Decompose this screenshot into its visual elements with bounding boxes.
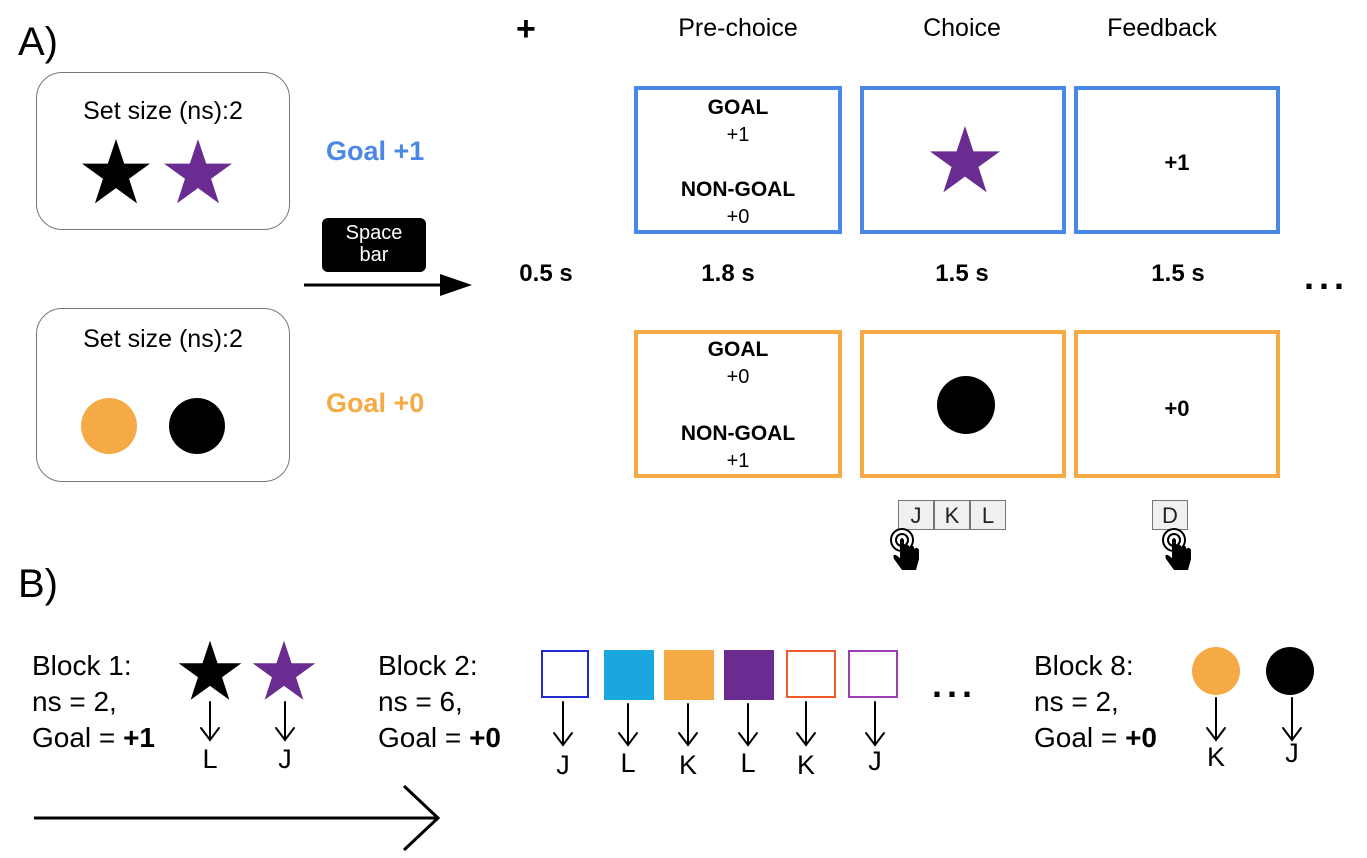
nongoal-text: NON-GOAL bbox=[680, 178, 796, 201]
panel-a-label: A) bbox=[18, 20, 58, 64]
choice-frame-goal0 bbox=[860, 330, 1066, 478]
block-goal: Goal = +0 bbox=[1034, 722, 1157, 753]
purple-star-icon bbox=[163, 139, 233, 204]
red-outline-square-icon bbox=[786, 650, 836, 698]
block-goal: Goal = +0 bbox=[378, 722, 501, 753]
mapping-key: L bbox=[202, 744, 218, 774]
key-j: J bbox=[898, 500, 934, 530]
panel-b-label: B) bbox=[18, 562, 58, 606]
set-size-box-goal1: Set size (ns):2 bbox=[36, 72, 290, 230]
block-ns: ns = 2, bbox=[32, 686, 117, 717]
block-ellipsis: ... bbox=[932, 664, 978, 705]
space-key-line1: Space bbox=[345, 222, 403, 244]
prechoice-frame-goal0: GOAL +0 NON-GOAL +1 bbox=[634, 330, 842, 478]
blue-outline-square-icon bbox=[541, 650, 589, 698]
down-arrow-icon bbox=[200, 701, 220, 742]
block1-description: Block 1: ns = 2, Goal = +1 bbox=[32, 648, 155, 756]
nongoal-value: +0 bbox=[726, 206, 750, 228]
set-size-title: Set size (ns):2 bbox=[83, 325, 243, 353]
feedback-frame-goal1: +1 bbox=[1074, 86, 1280, 234]
hand-pointer-icon bbox=[890, 528, 919, 570]
key-k: K bbox=[934, 500, 970, 530]
mapping-key: L bbox=[740, 748, 756, 778]
orange-circle-icon bbox=[81, 398, 137, 454]
key-l: L bbox=[970, 500, 1006, 530]
down-arrow-icon bbox=[1206, 697, 1226, 742]
timing-feedback: 1.5 s bbox=[1151, 260, 1205, 287]
down-arrow-icon bbox=[275, 701, 295, 742]
feedback-key: D bbox=[1152, 500, 1188, 530]
mapping-key: J bbox=[868, 746, 882, 776]
goal-value: +0 bbox=[726, 366, 750, 388]
down-arrow-icon bbox=[1282, 697, 1302, 742]
mapping-key: J bbox=[556, 750, 570, 780]
space-key-line2: bar bbox=[359, 244, 389, 266]
set-size-title: Set size (ns):2 bbox=[83, 97, 243, 125]
feedback-value: +0 bbox=[1164, 396, 1190, 421]
black-circle-icon bbox=[1266, 647, 1314, 695]
key-d: D bbox=[1152, 500, 1188, 530]
down-arrow-icon bbox=[618, 703, 638, 747]
down-arrow-icon bbox=[553, 701, 573, 747]
block-ns: ns = 2, bbox=[1034, 686, 1119, 717]
timing-prechoice: 1.8 s bbox=[701, 260, 755, 287]
timing-fixation: 0.5 s bbox=[519, 260, 573, 287]
down-arrow-icon bbox=[678, 703, 698, 747]
black-star-icon bbox=[81, 139, 151, 204]
block8-description: Block 8: ns = 2, Goal = +0 bbox=[1034, 648, 1157, 756]
nongoal-text: NON-GOAL bbox=[680, 422, 796, 445]
down-arrow-icon bbox=[865, 701, 885, 747]
prechoice-frame-goal1: GOAL +1 NON-GOAL +0 bbox=[634, 86, 842, 234]
mapping-key: L bbox=[620, 748, 636, 778]
mapping-key: J bbox=[1285, 738, 1299, 768]
feedback-value: +1 bbox=[1164, 150, 1190, 175]
block2-description: Block 2: ns = 6, Goal = +0 bbox=[378, 648, 501, 756]
down-arrow-icon bbox=[738, 703, 758, 747]
mapping-key: K bbox=[796, 750, 815, 780]
goal-text: GOAL bbox=[707, 338, 769, 361]
goal-value: +1 bbox=[726, 124, 750, 146]
timing-choice: 1.5 s bbox=[935, 260, 989, 287]
block-progression-arrow bbox=[34, 784, 441, 852]
purple-outline-square-icon bbox=[848, 650, 898, 698]
header-prechoice: Pre-choice bbox=[678, 14, 798, 42]
fixation-cross: + bbox=[516, 10, 536, 48]
black-circle-icon bbox=[937, 376, 995, 434]
block-title: Block 1: bbox=[32, 650, 132, 681]
header-feedback: Feedback bbox=[1107, 14, 1217, 42]
black-circle-icon bbox=[169, 398, 225, 454]
orange-filled-square-icon bbox=[664, 650, 714, 700]
header-choice: Choice bbox=[923, 14, 1001, 42]
black-star-icon bbox=[178, 640, 242, 700]
timeline-arrow bbox=[304, 274, 472, 296]
goal-plus0-label: Goal +0 bbox=[326, 388, 425, 418]
orange-circle-icon bbox=[1192, 647, 1240, 695]
block-title: Block 2: bbox=[378, 650, 478, 681]
response-keys: J K L bbox=[898, 500, 1006, 530]
mapping-key: K bbox=[1206, 742, 1225, 772]
mapping-key: K bbox=[678, 750, 697, 780]
set-size-box-goal0: Set size (ns):2 bbox=[36, 308, 290, 482]
purple-filled-square-icon bbox=[724, 650, 774, 700]
feedback-frame-goal0: +0 bbox=[1074, 330, 1280, 478]
trial-ellipsis: ... bbox=[1304, 256, 1350, 297]
block-goal: Goal = +1 bbox=[32, 722, 155, 753]
cyan-filled-square-icon bbox=[604, 650, 654, 700]
nongoal-value: +1 bbox=[726, 450, 750, 472]
down-arrow-icon bbox=[796, 701, 816, 747]
block-ns: ns = 6, bbox=[378, 686, 463, 717]
block-title: Block 8: bbox=[1034, 650, 1134, 681]
goal-plus1-label: Goal +1 bbox=[326, 136, 425, 166]
space-bar-key: Space bar bbox=[322, 218, 426, 272]
mapping-key: J bbox=[278, 744, 292, 774]
hand-pointer-icon bbox=[1162, 528, 1191, 570]
purple-star-icon bbox=[929, 126, 1001, 193]
goal-text: GOAL bbox=[707, 96, 769, 119]
purple-star-icon bbox=[252, 640, 316, 700]
choice-frame-goal1 bbox=[860, 86, 1066, 234]
